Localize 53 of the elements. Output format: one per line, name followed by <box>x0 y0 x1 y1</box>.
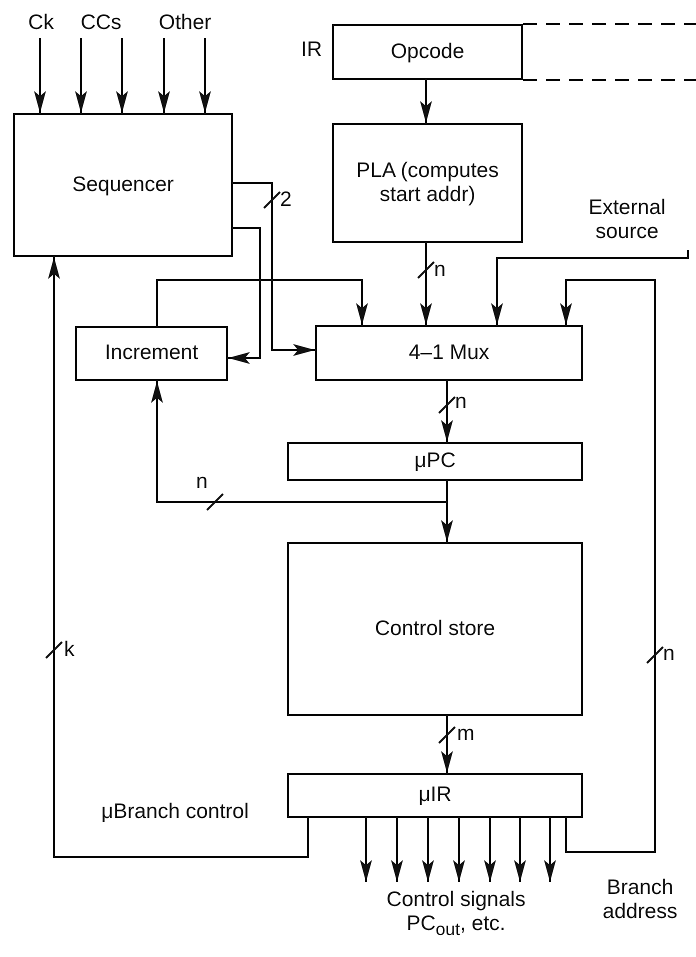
arrow <box>491 250 689 325</box>
arrow <box>420 80 432 123</box>
block-label: Opcode <box>390 40 464 64</box>
block-label: μPC <box>414 449 456 474</box>
arrow <box>75 38 87 113</box>
register-label: IR <box>300 38 322 62</box>
bus-width-label: n <box>455 390 467 414</box>
arrow <box>514 818 526 882</box>
register-field <box>332 24 523 80</box>
logic-block <box>332 123 523 243</box>
arrow <box>233 182 315 356</box>
block-label: μIR <box>418 783 452 808</box>
arrow <box>453 818 465 882</box>
arrow <box>116 38 128 113</box>
arrow <box>560 279 656 853</box>
arrow <box>199 38 211 113</box>
signal-label: Ck <box>28 10 54 36</box>
arrow <box>151 381 448 503</box>
block-label: Sequencer <box>72 172 174 198</box>
arrow <box>156 279 368 326</box>
edge-label: μBranch control <box>100 800 250 824</box>
signal-label: Other <box>158 10 212 36</box>
arrow <box>420 243 432 325</box>
signal-label: CCs <box>80 10 122 36</box>
signal-label: External source <box>587 196 667 244</box>
register-block <box>287 773 583 818</box>
arrow <box>158 38 170 113</box>
arrow <box>48 257 309 858</box>
arrow <box>441 716 453 773</box>
arrow <box>441 381 453 442</box>
arrow <box>484 818 496 882</box>
arrow <box>34 38 46 113</box>
signal-label: Control signals PC$_{out}$, etc. <box>386 888 526 940</box>
arrow <box>360 818 372 882</box>
block-label: Increment <box>104 341 198 366</box>
bus-width-label: n <box>434 258 446 282</box>
bus-width-label: k <box>64 638 74 662</box>
bus-width-label: m <box>457 722 474 746</box>
bus-width-label: n <box>663 642 675 666</box>
arrow <box>228 227 261 364</box>
arrow <box>422 818 434 882</box>
arrow <box>544 818 556 882</box>
bus-width-label: n <box>196 470 208 494</box>
sequencer-block <box>13 113 233 257</box>
block-label: 4–1 Mux <box>408 340 490 366</box>
bus-width-label: 2 <box>280 188 292 212</box>
arrow <box>391 818 403 882</box>
logic-block <box>75 326 228 381</box>
block-label: PLA (computes start addr) <box>355 158 500 208</box>
memory-block <box>287 542 583 716</box>
block-label: Control store <box>374 616 496 642</box>
register-block <box>287 442 583 481</box>
multiplexer-block <box>315 325 583 381</box>
